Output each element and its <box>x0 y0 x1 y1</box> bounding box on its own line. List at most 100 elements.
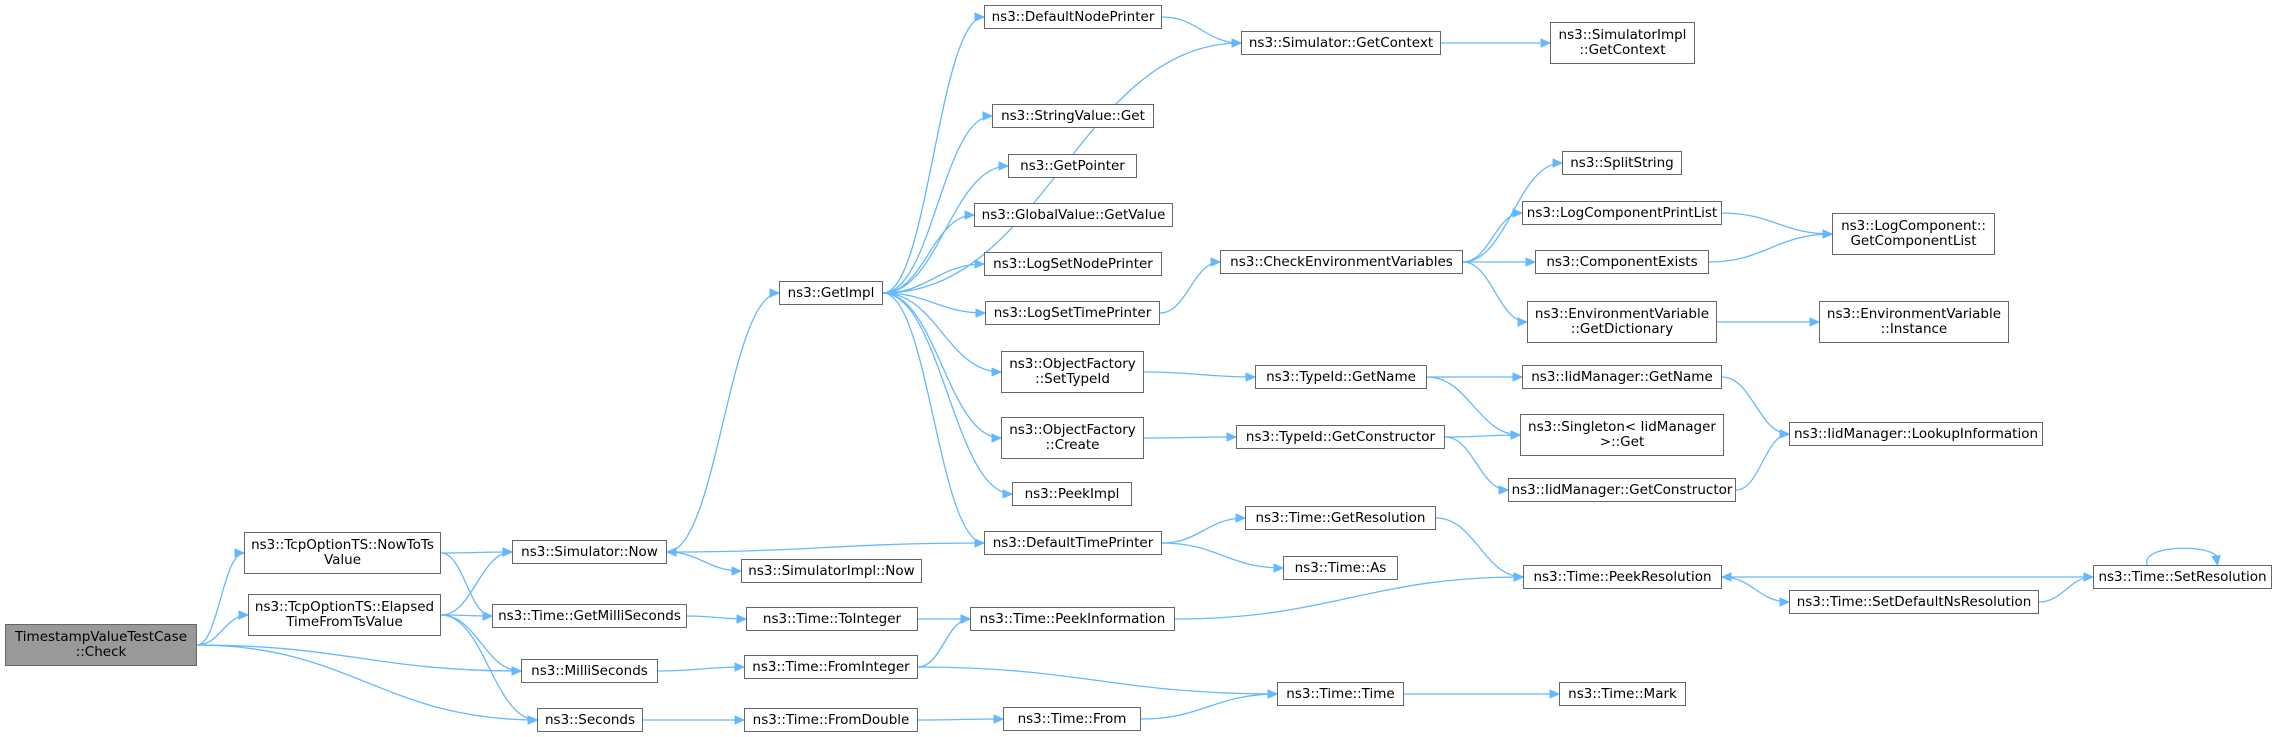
node-set-default-ns-resolution[interactable]: ns3::Time::SetDefaultNsResolution <box>1789 590 2039 614</box>
node-default-time-printer[interactable]: ns3::DefaultTimePrinter <box>984 531 1162 555</box>
node-typeid-getname[interactable]: ns3::TypeId::GetName <box>1255 365 1427 389</box>
edge-arrowhead <box>1231 38 1243 48</box>
node-seconds[interactable]: ns3::Seconds <box>537 708 643 732</box>
node-string-value-get[interactable]: ns3::StringValue::Get <box>992 104 1154 128</box>
edge-arrowhead <box>527 715 539 725</box>
node-set-resolution[interactable]: ns3::Time::SetResolution <box>2093 565 2272 589</box>
node-iid-getconstructor[interactable]: ns3::IidManager::GetConstructor <box>1508 478 1736 502</box>
edge-sim_now-to-getimpl <box>666 292 780 553</box>
node-log-component-get-list[interactable]: ns3::LogComponent:: GetComponentList <box>1832 213 1995 255</box>
node-get-pointer[interactable]: ns3::GetPointer <box>1008 154 1137 178</box>
edge-default_time_printer-to-sim_now <box>666 542 985 553</box>
edge-typeid_getname-to-singleton_get <box>1426 376 1521 436</box>
node-from-double[interactable]: ns3::Time::FromDouble <box>744 708 918 732</box>
node-peek-information[interactable]: ns3::Time::PeekInformation <box>970 607 1175 631</box>
node-component-exists[interactable]: ns3::ComponentExists <box>1535 250 1709 274</box>
node-time-get-resolution[interactable]: ns3::Time::GetResolution <box>1245 506 1436 530</box>
edge-arrowhead <box>1498 485 1510 495</box>
node-peek-resolution[interactable]: ns3::Time::PeekResolution <box>1523 565 1722 589</box>
edge-time_from-to-time_time <box>1140 693 1278 720</box>
node-time-from[interactable]: ns3::Time::From <box>1003 707 1141 731</box>
edge-arrowhead <box>736 614 748 624</box>
node-default-node-printer[interactable]: ns3::DefaultNodePrinter <box>984 5 1162 29</box>
node-elapsed[interactable]: ns3::TcpOptionTS::Elapsed TimeFromTsValu… <box>248 594 441 636</box>
node-nowtots[interactable]: ns3::TcpOptionTS::NowToTs Value <box>244 532 441 574</box>
node-global-value-get[interactable]: ns3::GlobalValue::GetValue <box>974 203 1173 227</box>
node-of-create[interactable]: ns3::ObjectFactory ::Create <box>1001 417 1144 459</box>
edge-nowtots-to-get_milli <box>440 552 493 617</box>
node-log-set-time-printer[interactable]: ns3::LogSetTimePrinter <box>985 301 1160 325</box>
node-sim-now[interactable]: ns3::Simulator::Now <box>512 540 667 564</box>
edge-arrowhead <box>1273 563 1285 573</box>
edge-default_time_printer-to-time_get_resolution <box>1161 517 1246 544</box>
node-getimpl[interactable]: ns3::GetImpl <box>779 281 883 305</box>
node-env-instance[interactable]: ns3::EnvironmentVariable ::Instance <box>1819 301 2009 343</box>
node-from-integer[interactable]: ns3::Time::FromInteger <box>744 655 918 679</box>
edge-arrowhead <box>998 161 1010 171</box>
edge-arrowhead <box>993 714 1005 724</box>
edge-check_env-to-log_component_print_list <box>1462 212 1523 263</box>
edge-arrowhead <box>1517 317 1529 327</box>
node-time-time[interactable]: ns3::Time::Time <box>1277 682 1404 706</box>
edge-check_env-to-env_get_dictionary <box>1462 261 1528 323</box>
node-iid-getname[interactable]: ns3::IidManager::GetName <box>1522 365 1722 389</box>
edge-arrowhead <box>1549 689 1561 699</box>
node-env-get-dictionary[interactable]: ns3::EnvironmentVariable ::GetDictionary <box>1527 301 1717 343</box>
node-simimpl-get-context[interactable]: ns3::SimulatorImpl ::GetContext <box>1550 22 1695 64</box>
node-simimpl-now[interactable]: ns3::SimulatorImpl::Now <box>741 559 922 583</box>
node-log-component-print-list[interactable]: ns3::LogComponentPrintList <box>1522 201 1722 225</box>
edge-arrowhead <box>1002 489 1014 499</box>
edge-log_component_print_list-to-log_component_get_list <box>1721 212 1833 235</box>
node-log-set-node-printer[interactable]: ns3::LogSetNodePrinter <box>984 252 1162 276</box>
node-singleton-get[interactable]: ns3::Singleton< IidManager >::Get <box>1520 414 1724 456</box>
edge-nowtots-to-sim_now <box>440 551 513 554</box>
node-iid-lookup[interactable]: ns3::IidManager::LookupInformation <box>1789 422 2043 446</box>
edge-tvtc_check-to-nowtots <box>196 552 245 646</box>
edge-arrowhead <box>1512 372 1524 382</box>
edge-milliseconds-to-from_integer <box>657 666 745 672</box>
edge-arrowhead <box>1513 572 1525 582</box>
node-sim-get-context[interactable]: ns3::Simulator::GetContext <box>1241 31 1441 55</box>
edge-getimpl-to-of_create <box>882 292 1002 439</box>
edge-from_integer-to-time_time <box>917 666 1278 695</box>
edge-default_node_printer-to-sim_get_context <box>1161 16 1242 44</box>
node-time-as[interactable]: ns3::Time::As <box>1283 556 1398 580</box>
edge-arrowhead <box>1720 572 1732 582</box>
edge-tvtc_check-to-seconds <box>196 644 538 721</box>
edge-typeid_getconstructor-to-singleton_get <box>1444 434 1521 438</box>
node-check-env[interactable]: ns3::CheckEnvironmentVariables <box>1220 250 1463 274</box>
edge-time_get_resolution-to-peek_resolution <box>1435 517 1524 578</box>
edge-getimpl-to-default_node_printer <box>882 16 985 294</box>
node-milliseconds[interactable]: ns3::MilliSeconds <box>521 659 658 683</box>
edge-getimpl-to-of_settypeid <box>882 292 1002 373</box>
edge-arrowhead <box>1510 430 1522 440</box>
node-peek-impl[interactable]: ns3::PeekImpl <box>1012 482 1132 506</box>
edge-arrowhead <box>731 566 743 576</box>
edge-getimpl-to-global_value_get <box>882 214 975 294</box>
edge-arrowhead <box>974 259 986 269</box>
node-time-mark[interactable]: ns3::Time::Mark <box>1559 682 1686 706</box>
edge-arrowhead <box>482 611 494 621</box>
node-to-integer[interactable]: ns3::Time::ToInteger <box>746 607 918 631</box>
edge-tvtc_check-to-milliseconds <box>196 644 522 672</box>
node-split-string[interactable]: ns3::SplitString <box>1562 151 1682 175</box>
node-typeid-getconstructor[interactable]: ns3::TypeId::GetConstructor <box>1236 425 1445 449</box>
edge-arrowhead <box>734 715 746 725</box>
edge-typeid_getconstructor-to-iid_getconstructor <box>1444 436 1509 491</box>
edge-arrowhead <box>234 548 246 558</box>
edge-arrowhead <box>1226 432 1238 442</box>
edge-log_set_time_printer-to-check_env <box>1159 261 1221 314</box>
edge-from_integer-to-peek_information <box>917 618 971 668</box>
edge-arrowhead <box>991 433 1003 443</box>
node-of-settypeid[interactable]: ns3::ObjectFactory ::SetTypeId <box>1001 351 1144 393</box>
edge-arrowhead <box>1809 317 1821 327</box>
edge-set_resolution-to-set_resolution <box>2146 547 2219 566</box>
edge-arrowhead <box>2211 554 2221 567</box>
edge-arrowhead <box>1779 429 1791 439</box>
edge-getimpl-to-default_time_printer <box>882 292 985 544</box>
edge-iid_getconstructor-to-iid_lookup <box>1735 433 1790 491</box>
edge-component_exists-to-log_component_get_list <box>1708 233 1833 263</box>
node-get-milli[interactable]: ns3::Time::GetMilliSeconds <box>492 604 687 628</box>
